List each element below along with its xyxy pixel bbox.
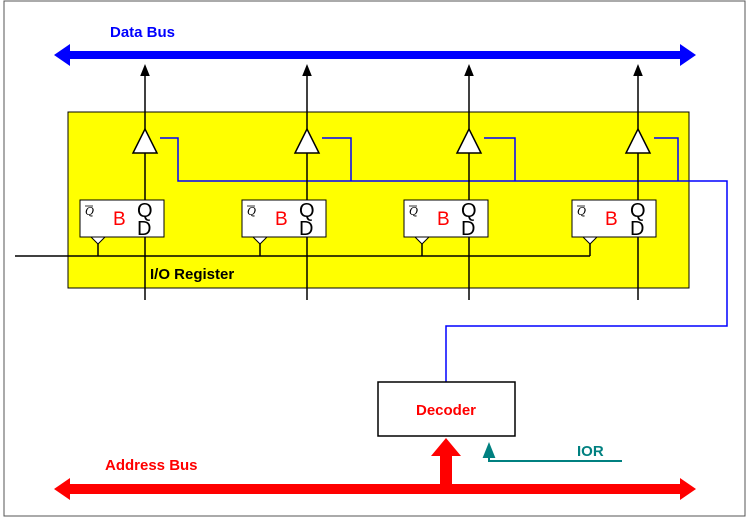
data-bus-arrow: [54, 44, 696, 66]
decoder-box: [377, 381, 516, 437]
data-bus-label: Data Bus: [110, 24, 175, 41]
flip-flop: [79, 199, 165, 238]
ff-b-label: B: [605, 209, 618, 230]
flip-flop: [241, 199, 327, 238]
ff-qbar-label: Q: [85, 205, 94, 218]
ior-line: [482, 442, 622, 462]
ff-d-label: D: [299, 218, 313, 240]
ff-b-label: B: [275, 209, 288, 230]
address-bus-arrow: [54, 478, 696, 500]
ff-q-label: Q: [461, 200, 477, 222]
ff-qbar-label: Q: [577, 205, 586, 218]
address-to-decoder-arrow: [431, 438, 461, 486]
ff-q-label: Q: [299, 200, 315, 222]
enable-tap-2: [322, 137, 352, 181]
ff-q-label: Q: [630, 200, 646, 222]
outer-frame: [3, 0, 746, 517]
io-register-label: I/O Register: [150, 266, 234, 283]
ff-qbar-label: Q: [409, 205, 418, 218]
flip-flop: [571, 199, 657, 238]
decoder-label: Decoder: [416, 402, 476, 419]
address-bus-label: Address Bus: [105, 457, 198, 474]
enable-line: [160, 137, 728, 382]
ff-q-label: Q: [137, 200, 153, 222]
register-bit-3: Q B Q D: [403, 64, 489, 300]
flip-flop: [403, 199, 489, 238]
register-bit-2: Q B Q D: [241, 64, 327, 300]
register-bit-1: Q B Q D: [79, 64, 165, 300]
enable-tap-4: [654, 137, 679, 181]
clock-triangle: [251, 236, 269, 245]
clock-triangle: [413, 236, 431, 245]
ff-b-label: B: [437, 209, 450, 230]
ior-label: IOR: [577, 443, 604, 460]
clock-triangle: [89, 236, 107, 245]
ff-d-label: D: [630, 218, 644, 240]
ff-b-label: B: [113, 209, 126, 230]
register-bit-4: Q B Q D: [571, 64, 657, 300]
ff-d-label: D: [461, 218, 475, 240]
enable-tap-3: [484, 137, 516, 181]
ff-d-label: D: [137, 218, 151, 240]
clock-triangle: [581, 236, 599, 245]
ff-qbar-label: Q: [247, 205, 256, 218]
